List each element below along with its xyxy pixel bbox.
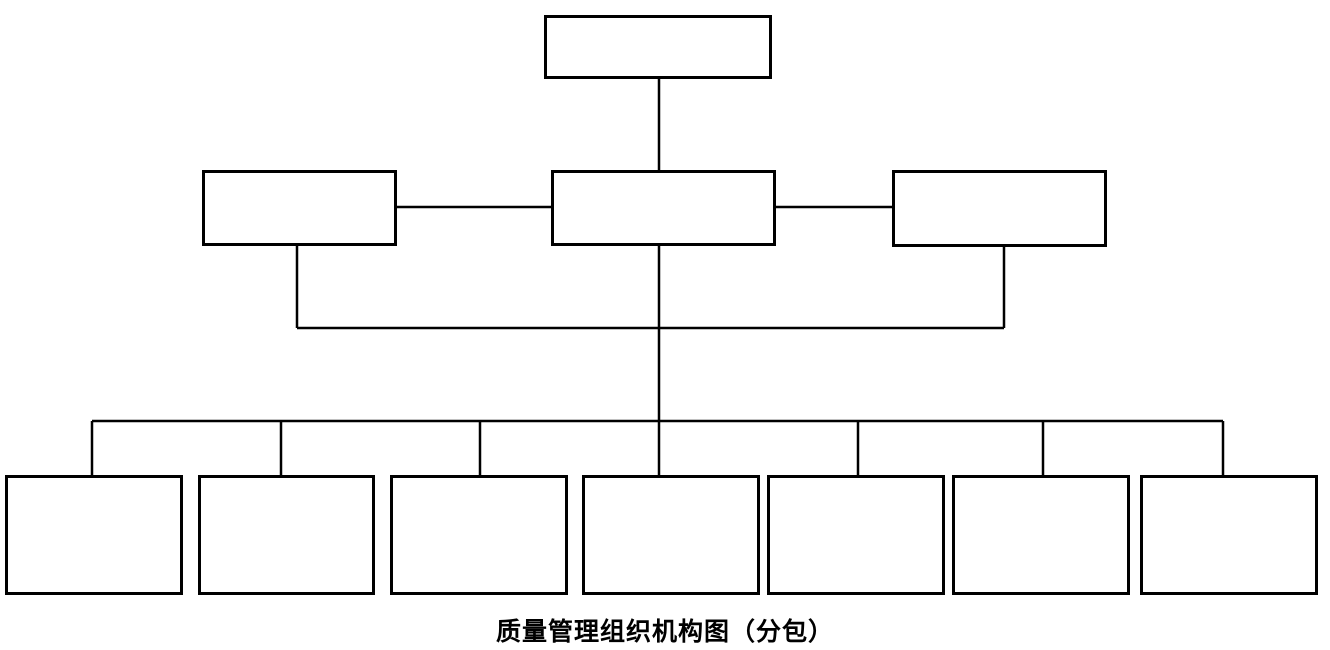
org-node-top bbox=[544, 15, 772, 79]
org-node-bottom-6 bbox=[952, 475, 1130, 595]
org-node-bottom-1 bbox=[5, 475, 183, 595]
org-node-mid-left bbox=[202, 170, 397, 246]
org-node-bottom-4 bbox=[582, 475, 760, 595]
org-node-bottom-3 bbox=[390, 475, 568, 595]
diagram-caption: 质量管理组织机构图（分包） bbox=[495, 619, 834, 646]
org-node-bottom-5 bbox=[767, 475, 945, 595]
org-node-mid-right bbox=[892, 170, 1107, 247]
org-node-bottom-2 bbox=[198, 475, 375, 595]
org-node-mid-center bbox=[551, 170, 776, 246]
org-node-bottom-7 bbox=[1140, 475, 1318, 595]
